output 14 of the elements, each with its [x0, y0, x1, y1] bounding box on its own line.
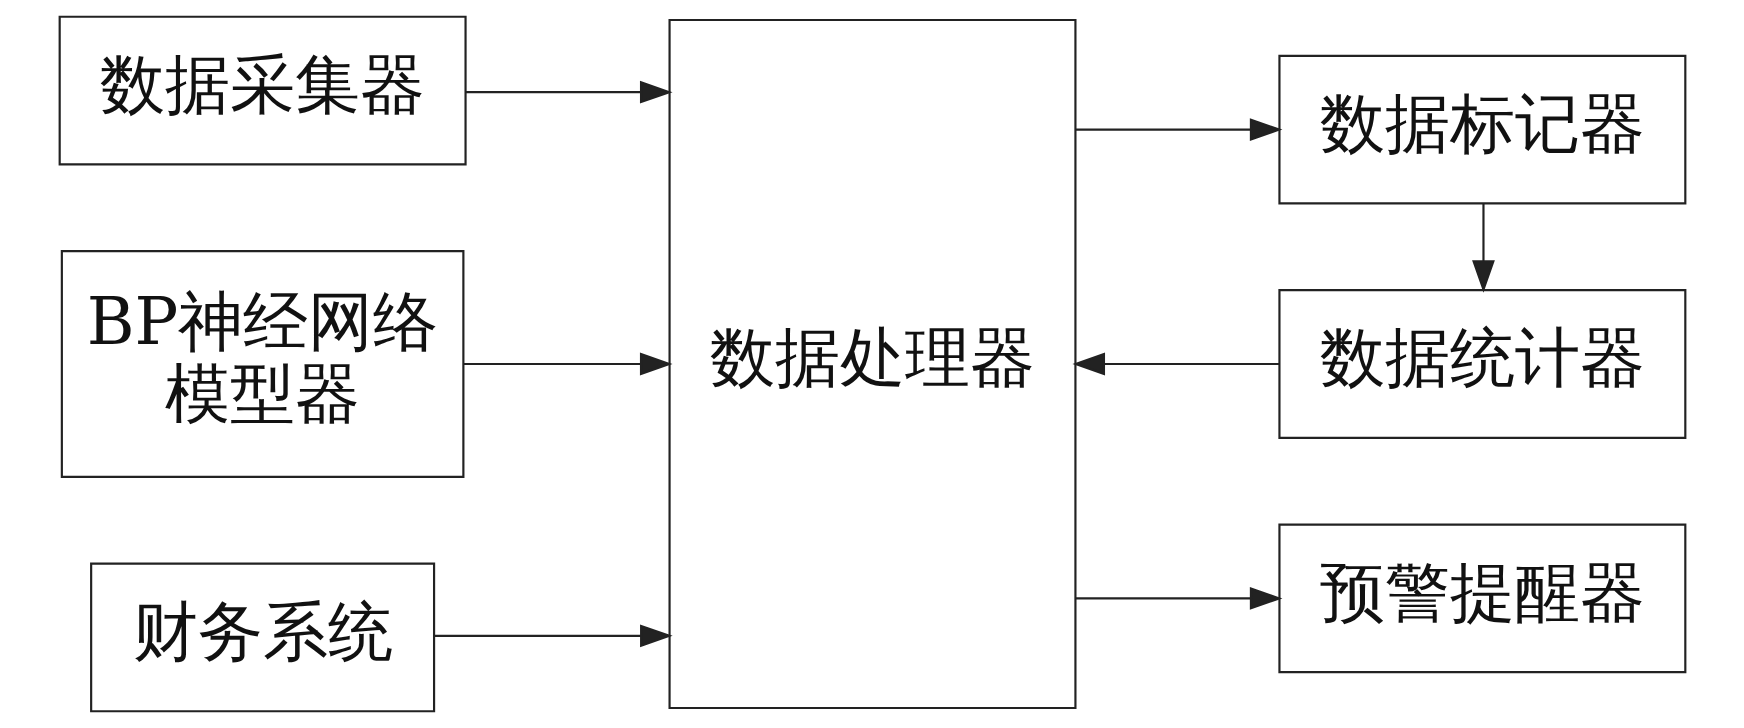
- arrow: [1075, 118, 1282, 141]
- arrow: [1071, 352, 1279, 376]
- node-box: BP神经网络模型器: [60, 250, 464, 478]
- node-box: 数据处理器: [668, 18, 1076, 710]
- arrow: [433, 624, 673, 648]
- node-box: 数据统计器: [1277, 289, 1686, 439]
- node-box: 财务系统: [89, 562, 435, 713]
- node-box: 数据标记器: [1277, 54, 1686, 205]
- arrow: [1471, 203, 1495, 293]
- arrow: [1075, 587, 1282, 610]
- node-box: 预警提醒器: [1277, 523, 1686, 674]
- arrow: [463, 352, 673, 376]
- arrow: [465, 80, 673, 104]
- node-box: 数据采集器: [58, 15, 467, 166]
